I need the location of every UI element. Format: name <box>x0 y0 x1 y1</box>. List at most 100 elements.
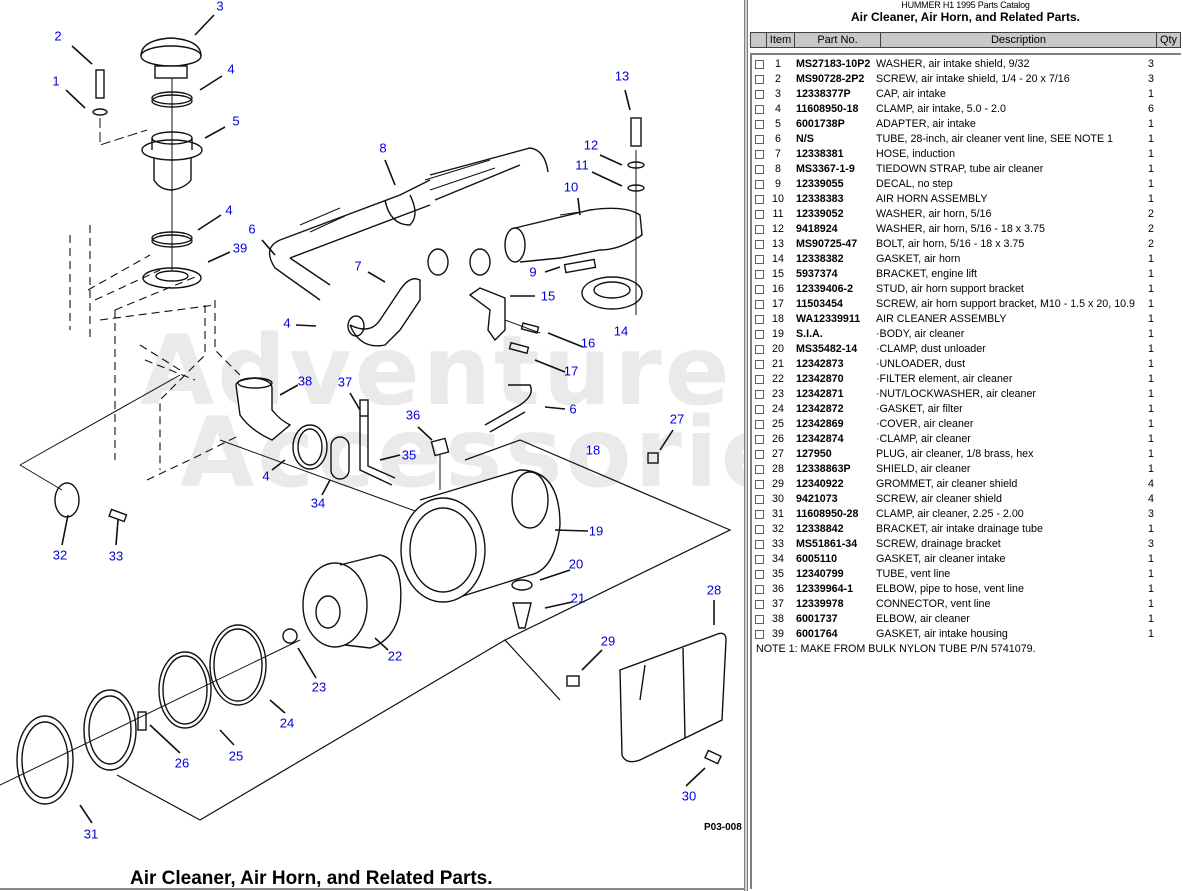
part-number[interactable]: 12340799 <box>796 568 844 580</box>
row-checkbox[interactable] <box>754 180 764 189</box>
callout-label[interactable]: 24 <box>279 715 295 731</box>
callout-label[interactable]: 4 <box>225 202 233 218</box>
part-number[interactable]: 12338381 <box>796 148 844 160</box>
part-number[interactable]: 11503454 <box>796 298 843 310</box>
callout-label[interactable]: 32 <box>52 547 68 563</box>
row-checkbox[interactable] <box>754 225 764 234</box>
callout-label[interactable]: 2 <box>54 28 62 44</box>
column-header-qty[interactable]: Qty <box>1159 34 1178 46</box>
part-number[interactable]: 12338377P <box>796 88 851 100</box>
part-number[interactable]: MS27183-10P2 <box>796 58 871 70</box>
part-number[interactable]: 9418924 <box>796 223 838 235</box>
callout-label[interactable]: 10 <box>563 179 579 195</box>
column-header-part-no[interactable]: Part No. <box>795 33 881 47</box>
row-checkbox[interactable] <box>754 600 764 609</box>
callout-label[interactable]: 4 <box>227 61 235 77</box>
callout-label[interactable]: 3 <box>216 0 224 14</box>
part-number[interactable]: 5937374 <box>796 268 838 280</box>
part-number[interactable]: 12342873 <box>796 358 844 370</box>
part-number[interactable]: MS90725-47 <box>796 238 858 250</box>
callout-label[interactable]: 4 <box>283 315 291 331</box>
callout-label[interactable]: 21 <box>570 590 586 606</box>
row-checkbox[interactable] <box>754 390 764 399</box>
callout-label[interactable]: 12 <box>583 137 599 153</box>
pane-splitter[interactable] <box>744 0 748 891</box>
row-checkbox[interactable] <box>754 360 764 369</box>
part-number[interactable]: 12342871 <box>796 388 844 400</box>
column-header-select[interactable] <box>751 33 767 47</box>
callout-label[interactable]: 11 <box>575 157 589 173</box>
row-checkbox[interactable] <box>754 480 764 489</box>
callout-label[interactable]: 34 <box>310 495 326 511</box>
callout-label[interactable]: 37 <box>337 374 353 390</box>
row-checkbox[interactable] <box>754 60 764 69</box>
part-number[interactable]: 12339052 <box>796 208 844 220</box>
callout-label[interactable]: 1 <box>52 73 60 89</box>
part-number[interactable]: 12339964-1 <box>796 583 854 595</box>
part-number[interactable]: 12338842 <box>796 523 844 535</box>
part-number[interactable]: 12342872 <box>796 403 844 415</box>
part-number[interactable]: MS35482-14 <box>796 343 858 355</box>
callout-label[interactable]: 38 <box>297 373 313 389</box>
row-checkbox[interactable] <box>754 570 764 579</box>
callout-label[interactable]: 28 <box>706 582 722 598</box>
row-checkbox[interactable] <box>754 75 764 84</box>
row-checkbox[interactable] <box>754 285 764 294</box>
row-checkbox[interactable] <box>754 615 764 624</box>
callout-label[interactable]: 35 <box>401 447 417 463</box>
callout-label[interactable]: 39 <box>232 240 248 256</box>
callout-label[interactable]: 27 <box>669 411 685 427</box>
part-number[interactable]: 11608950-28 <box>796 508 859 520</box>
part-number[interactable]: S.I.A. <box>796 328 823 340</box>
callout-label[interactable]: 31 <box>83 826 99 842</box>
row-checkbox[interactable] <box>754 105 764 114</box>
part-number[interactable]: 6001737 <box>796 613 838 625</box>
callout-label[interactable]: 5 <box>232 113 240 129</box>
callout-label[interactable]: 25 <box>228 748 244 764</box>
row-checkbox[interactable] <box>754 555 764 564</box>
part-number[interactable]: 12342869 <box>796 418 844 430</box>
row-checkbox[interactable] <box>754 375 764 384</box>
part-number[interactable]: 12339055 <box>796 178 844 190</box>
part-number[interactable]: 12339978 <box>796 598 844 610</box>
row-checkbox[interactable] <box>754 90 764 99</box>
row-checkbox[interactable] <box>754 540 764 549</box>
row-checkbox[interactable] <box>754 435 764 444</box>
row-checkbox[interactable] <box>754 150 764 159</box>
row-checkbox[interactable] <box>754 420 764 429</box>
part-number[interactable]: 12340922 <box>796 478 844 490</box>
callout-label[interactable]: 9 <box>529 264 537 280</box>
row-checkbox[interactable] <box>754 405 764 414</box>
row-checkbox[interactable] <box>754 330 764 339</box>
row-checkbox[interactable] <box>754 210 764 219</box>
row-checkbox[interactable] <box>754 270 764 279</box>
row-checkbox[interactable] <box>754 300 764 309</box>
part-number[interactable]: 9421073 <box>796 493 838 505</box>
part-number[interactable]: N/S <box>796 133 814 145</box>
callout-label[interactable]: 19 <box>588 523 604 539</box>
part-number[interactable]: 127950 <box>796 448 832 460</box>
callout-label[interactable]: 7 <box>354 258 362 274</box>
part-number[interactable]: MS90728-2P2 <box>796 73 865 85</box>
